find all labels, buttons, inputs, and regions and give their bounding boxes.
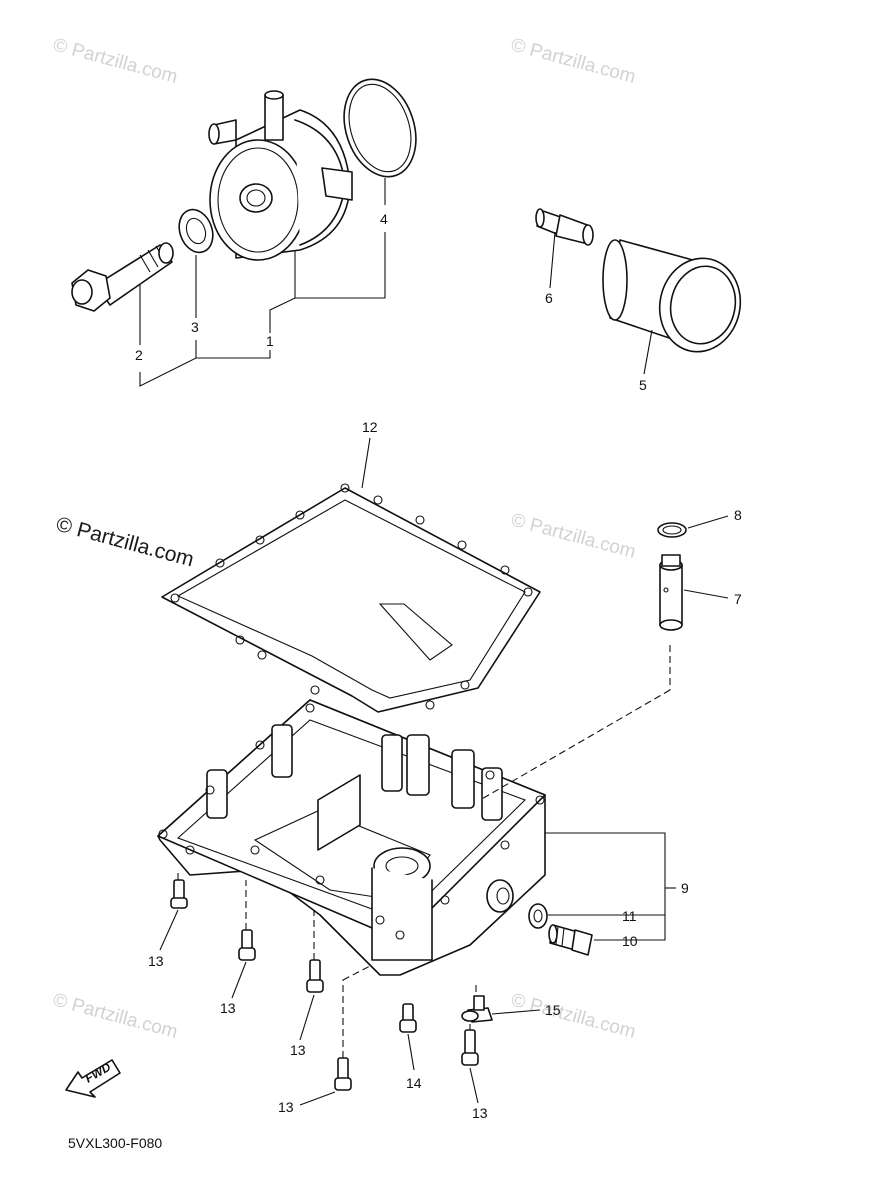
o-ring-part[interactable] [332, 70, 428, 186]
forward-arrow-icon: FWD [65, 1059, 121, 1098]
callout-7: 7 [734, 591, 742, 607]
drain-gasket-part[interactable] [528, 903, 548, 929]
oil-filter-part[interactable] [602, 239, 749, 359]
callout-6: 6 [545, 290, 553, 306]
leader-lines [139, 178, 729, 1106]
callout-10: 10 [622, 933, 638, 949]
stud-part[interactable] [535, 208, 594, 246]
oil-pan-part[interactable] [157, 699, 546, 976]
callout-4: 4 [380, 211, 388, 227]
washer-part[interactable] [173, 205, 218, 257]
watermark-dark: © Partzilla.com [54, 513, 197, 572]
pan-bolt-holes [158, 703, 545, 940]
drain-bolt-part[interactable] [548, 924, 593, 956]
callout-13: 13 [290, 1042, 306, 1058]
oil-cooler-part[interactable] [208, 90, 353, 261]
watermark: © Partzilla.com [509, 510, 638, 563]
diagram-code: 5VXL300-F080 [68, 1135, 162, 1151]
watermark: © Partzilla.com [509, 990, 638, 1043]
watermark: © Partzilla.com [51, 990, 180, 1043]
callout-12: 12 [362, 419, 378, 435]
bolt-13-d[interactable] [334, 1057, 352, 1091]
callout-3: 3 [191, 319, 199, 335]
bolt-13-a[interactable] [170, 879, 188, 909]
callout-13: 13 [278, 1099, 294, 1115]
gasket-bolt-holes [170, 483, 533, 710]
callout-15: 15 [545, 1002, 561, 1018]
bolt-13-b[interactable] [238, 929, 256, 961]
gasket-part[interactable] [161, 483, 541, 713]
callout-13: 13 [148, 953, 164, 969]
union-bolt-part[interactable] [71, 242, 174, 312]
callout-numbers: 1 2 3 4 5 6 7 8 9 10 11 12 13 13 13 13 1… [135, 211, 742, 1121]
pipe-part[interactable] [659, 554, 683, 631]
bolt-14[interactable] [399, 1003, 417, 1033]
small-o-ring-part[interactable] [657, 522, 687, 538]
watermark: © Partzilla.com [51, 35, 180, 88]
watermark: © Partzilla.com [509, 35, 638, 88]
callout-9: 9 [681, 880, 689, 896]
callout-5: 5 [639, 377, 647, 393]
clamp-part[interactable] [461, 995, 493, 1023]
callout-14: 14 [406, 1075, 422, 1091]
bolt-13-e[interactable] [461, 1029, 479, 1066]
callout-8: 8 [734, 507, 742, 523]
callout-11: 11 [622, 908, 637, 924]
callout-1: 1 [266, 333, 274, 349]
bolt-13-c[interactable] [306, 959, 324, 993]
callout-13: 13 [220, 1000, 236, 1016]
callout-13: 13 [472, 1105, 488, 1121]
callout-2: 2 [135, 347, 143, 363]
